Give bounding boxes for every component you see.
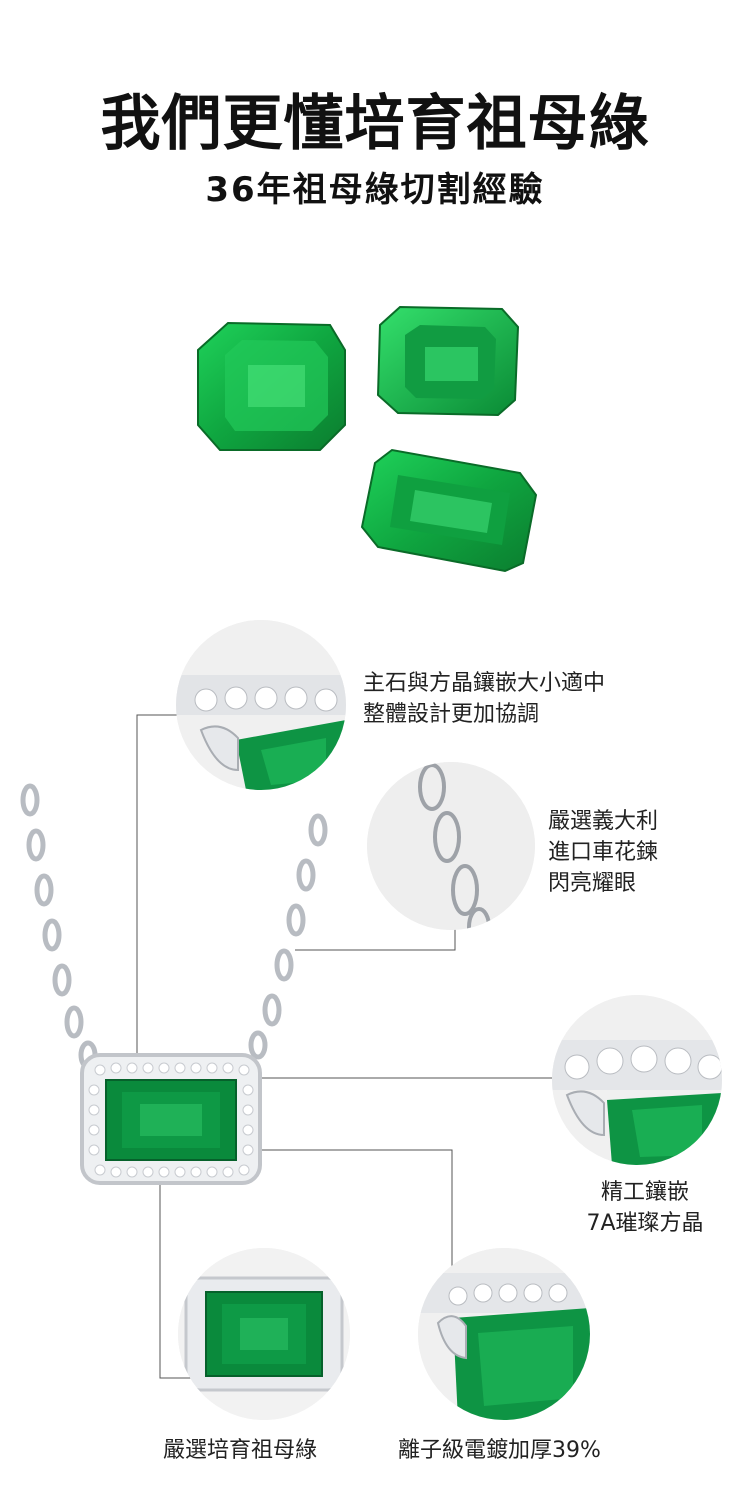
emerald-stone-3 [360,448,538,573]
callout-stone-ratio: 主石與方晶鑲嵌大小適中 整體設計更加協調 [363,668,605,730]
callout-chain-line-2: 進口車花鍊 [548,840,659,865]
page-subtitle: 36年祖母綠切割經驗 [205,170,545,210]
callout-stone-ratio-line-2: 整體設計更加協調 [363,702,540,727]
detail-circle-plating [418,1248,590,1420]
detail-circle-emerald [178,1248,350,1420]
caption-plating: 離子級電鍍加厚39% [398,1438,601,1463]
loose-emeralds-image [197,305,538,573]
caption-emerald: 嚴選培育祖母綠 [163,1438,318,1463]
detail-circle-setting [552,995,722,1165]
callout-setting-line-2: 7A璀璨方晶 [586,1211,704,1236]
callout-chain: 嚴選義大利 進口車花鍊 閃亮耀眼 [548,806,658,899]
callout-setting-line-1: 精工鑲嵌 [600,1180,689,1205]
callout-setting: 精工鑲嵌 7A璀璨方晶 [560,1177,730,1239]
detail-circle-stone-ratio [176,620,346,790]
detail-circle-chain [367,762,535,930]
emerald-stone-1 [197,321,346,451]
emerald-stone-2 [376,305,520,417]
callout-stone-ratio-line-1: 主石與方晶鑲嵌大小適中 [363,671,606,696]
necklace-image [20,783,328,1185]
page-title: 我們更懂培育祖母綠 [100,89,650,159]
callout-chain-line-1: 嚴選義大利 [548,809,659,834]
callout-chain-line-3: 閃亮耀眼 [548,871,637,896]
